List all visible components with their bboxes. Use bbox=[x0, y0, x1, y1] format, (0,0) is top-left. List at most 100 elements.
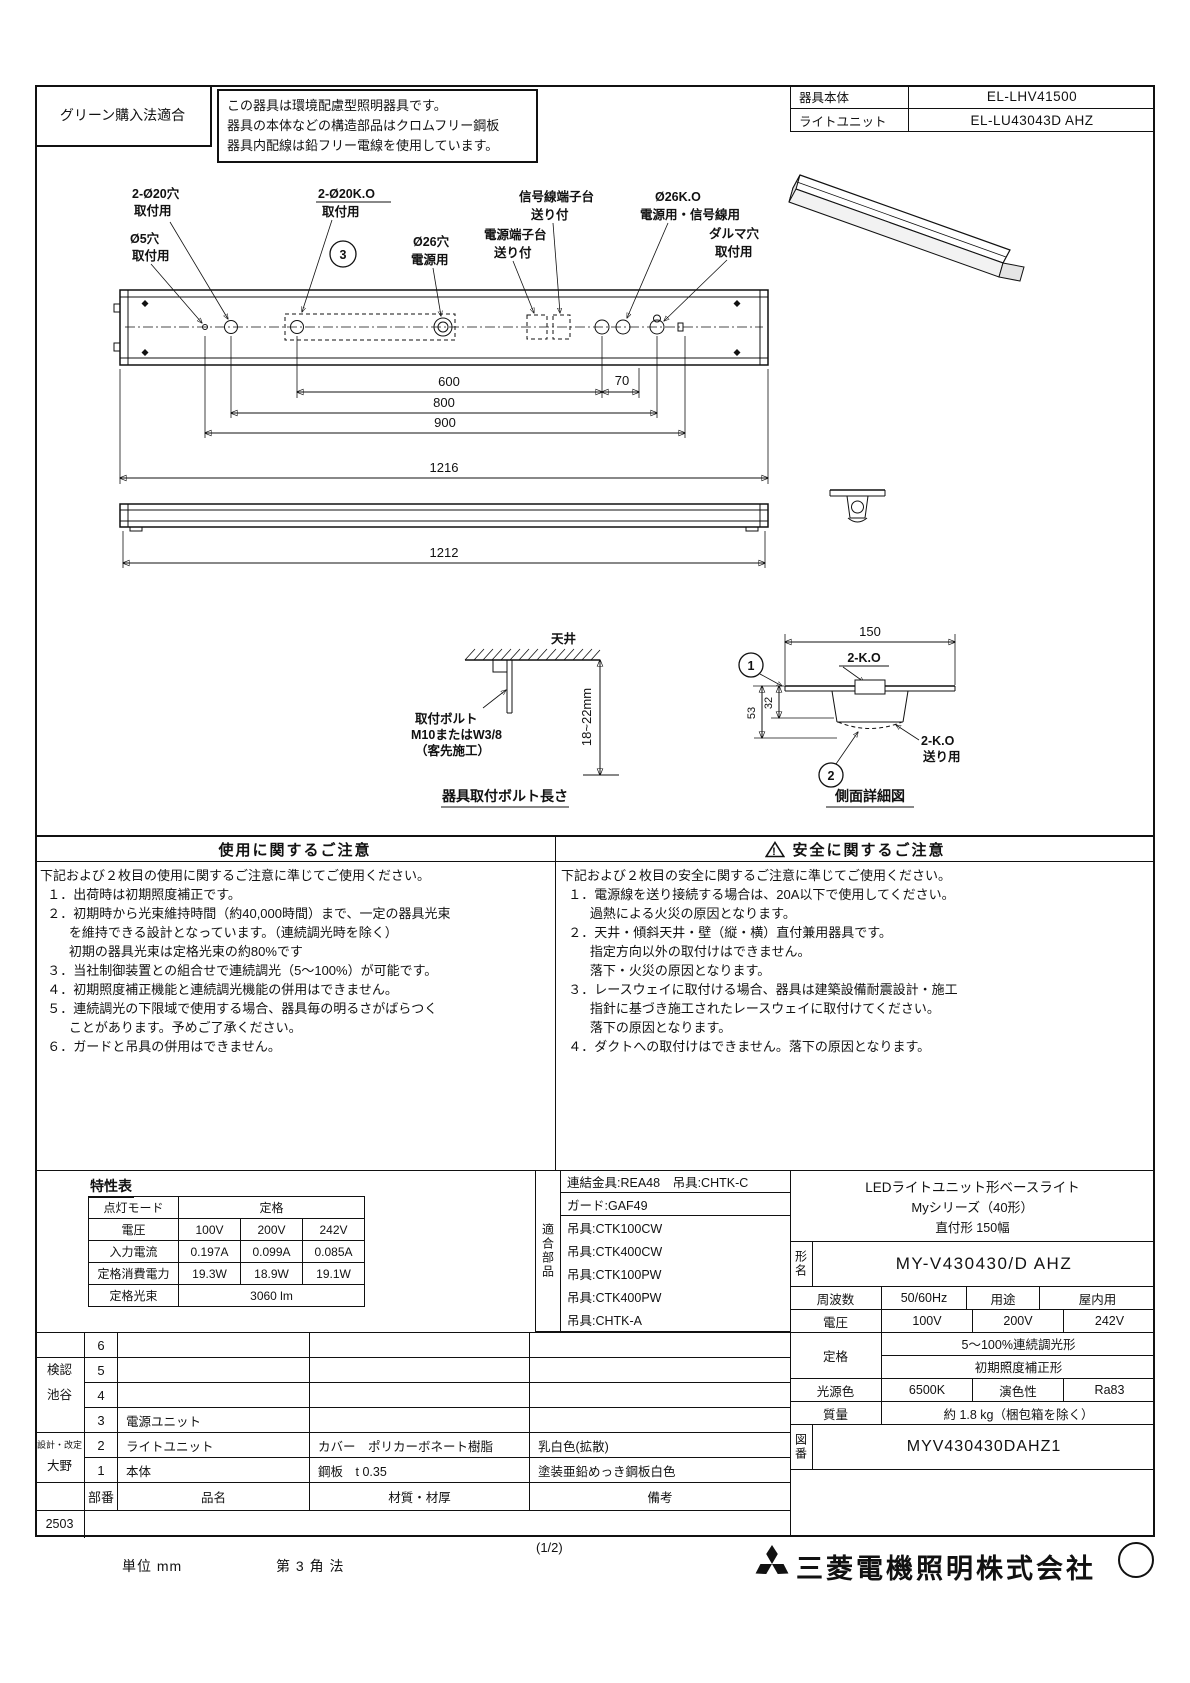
usage-notes-title: 使用に関するご注意 bbox=[218, 841, 372, 859]
balloon-3: 3 bbox=[340, 248, 347, 262]
model-row: 形名 MY-V430430/D AHZ bbox=[790, 1242, 1155, 1287]
dim-600: 600 bbox=[438, 374, 460, 389]
table-row: 5 bbox=[85, 1358, 790, 1383]
light-unit-value: EL-LU43043D AHZ bbox=[970, 112, 1094, 128]
usage-notes-column: 使用に関するご注意 下記および２枚目の使用に関するご注意に準じてご使用ください。… bbox=[35, 837, 556, 1170]
spec-table-title: 特性表 bbox=[88, 1176, 134, 1198]
voltage-2: 200V bbox=[973, 1310, 1064, 1332]
color-row: 光源色 6500K 演色性 Ra83 bbox=[790, 1379, 1155, 1402]
current-242: 0.085A bbox=[302, 1240, 365, 1263]
product-title-cell: LEDライトユニット形ベースライト Myシリーズ（40形） 直付形 150幅 bbox=[790, 1170, 1155, 1242]
callout-d26-ko-use: 電源用・信号線用 bbox=[640, 207, 740, 222]
product-series-sub: Myシリーズ（40形） bbox=[911, 1199, 1034, 1215]
characteristics-table: 点灯モード 定格 電圧 100V 200V 242V 入力電流 0.197A 0… bbox=[88, 1196, 365, 1307]
power-100: 19.3W bbox=[178, 1262, 241, 1285]
voltage-3: 242V bbox=[1094, 1314, 1125, 1328]
table-row: 4 bbox=[85, 1383, 790, 1408]
mount-detail-title: 器具取付ボルト長さ bbox=[441, 788, 568, 804]
side-detail-title: 側面詳細図 bbox=[834, 788, 905, 804]
callout-d5-hole: Ø5穴 bbox=[130, 231, 160, 246]
callout-signal-terminal: 信号線端子台 bbox=[519, 189, 594, 204]
approval-stub: 検認 池谷 設計・改定 大野 2503 bbox=[35, 1333, 85, 1538]
accessories-vertical-label: 適合部品 bbox=[536, 1170, 561, 1331]
side-detail-ko-label: 2-K.O bbox=[847, 651, 881, 665]
voltage-242: 242V bbox=[302, 1218, 365, 1241]
parts-rows: 6 5 4 3 電源ユニット bbox=[85, 1333, 790, 1537]
usage-notes-body: 下記および２枚目の使用に関するご注意に準じてご使用ください。 １．出荷時は初期照… bbox=[40, 868, 451, 1054]
callout-d26-ko: Ø26K.O bbox=[655, 190, 701, 204]
rating-label: 定格 bbox=[790, 1333, 882, 1378]
usage-notes-header: 使用に関するご注意 bbox=[35, 837, 555, 862]
flux-value: 3060 lm bbox=[178, 1284, 365, 1307]
color-value: 6500K bbox=[882, 1379, 973, 1401]
table-row: 電圧 100V 200V 242V bbox=[88, 1218, 365, 1241]
voltage-row: 電圧 100V 200V 242V bbox=[790, 1310, 1155, 1333]
section-divider bbox=[790, 1170, 791, 1537]
top-view-callouts: 2-Ø20穴 取付用 Ø5穴 取付用 2-Ø20K.O 取付用 3 Ø26穴 電… bbox=[130, 186, 760, 323]
safety-notes-header: ! 安全に関するご注意 bbox=[556, 837, 1155, 862]
rating-row: 定格 5～100%連続調光形 初期照度補正形 bbox=[790, 1333, 1155, 1379]
table-row: 定格光束 3060 lm bbox=[88, 1284, 365, 1307]
table-row: 3 電源ユニット bbox=[85, 1408, 790, 1433]
dim-53: 53 bbox=[746, 707, 758, 719]
product-mount-type: 直付形 150幅 bbox=[935, 1220, 1010, 1235]
table-row: 入力電流 0.197A 0.099A 0.085A bbox=[88, 1240, 365, 1263]
callout-daruma-hole: ダルマ穴 bbox=[709, 226, 760, 241]
callout-d5-hole-use: 取付用 bbox=[132, 248, 170, 263]
rating-correction: 初期照度補正形 bbox=[974, 1361, 1063, 1376]
dim-32: 32 bbox=[763, 697, 775, 709]
voltage-200: 200V bbox=[240, 1218, 303, 1241]
green-law-label: グリーン購入法適合 bbox=[59, 107, 186, 123]
current-200: 0.099A bbox=[240, 1240, 303, 1263]
power-label: 定格消費電力 bbox=[88, 1262, 179, 1285]
mount-bolt-detail: 天井 取付ボルト M10またはW3/8 （客先施工） 18~22mm 器具取付ボ… bbox=[411, 631, 619, 808]
dim-70: 70 bbox=[615, 373, 629, 388]
top-view-dimensions: 600 70 800 900 1216 bbox=[120, 336, 768, 484]
company-name: 三菱電機照明株式会社 bbox=[796, 1554, 1096, 1584]
current-100: 0.197A bbox=[178, 1240, 241, 1263]
drawing-frame bbox=[35, 85, 1155, 1537]
callout-power-terminal: 電源端子台 bbox=[484, 227, 547, 242]
parts-table: 検認 池谷 設計・改定 大野 2503 6 5 bbox=[35, 1332, 790, 1538]
balloon-1: 1 bbox=[748, 659, 755, 673]
list-item: 吊具:CTK400CW bbox=[567, 1245, 663, 1259]
mount-bolt-label: 取付ボルト bbox=[415, 711, 478, 726]
table-row: 器具本体 EL-LHV41500 bbox=[791, 85, 1155, 108]
voltage-1: 100V bbox=[882, 1310, 973, 1332]
list-item: ガード:GAF49 bbox=[561, 1193, 790, 1216]
accessories-box: 適合部品 連結金具:REA48 吊具:CHTK-C ガード:GAF49 吊具:C… bbox=[535, 1170, 790, 1332]
flux-label: 定格光束 bbox=[88, 1284, 179, 1307]
cri-label: 演色性 bbox=[973, 1379, 1064, 1401]
technical-drawing: 2-Ø20穴 取付用 Ø5穴 取付用 2-Ø20K.O 取付用 3 Ø26穴 電… bbox=[113, 174, 1025, 808]
mitsubishi-logo bbox=[755, 1545, 789, 1575]
callout-d26-hole-use: 電源用 bbox=[411, 252, 449, 267]
table-row: 6 bbox=[85, 1333, 790, 1358]
callout-daruma-hole-use: 取付用 bbox=[715, 244, 753, 259]
voltage-label: 電圧 bbox=[790, 1310, 882, 1332]
balloon-2: 2 bbox=[828, 769, 835, 783]
design-cell: 設計・改定 大野 bbox=[35, 1433, 84, 1483]
dim-1216: 1216 bbox=[430, 460, 459, 475]
safety-notes-column: ! 安全に関するご注意 下記および２枚目の安全に関するご注意に準じてご使用くださ… bbox=[556, 837, 1155, 1170]
dim-150: 150 bbox=[859, 624, 881, 639]
isometric-view bbox=[788, 174, 1025, 282]
callout-signal-terminal-sub: 送り付 bbox=[530, 207, 569, 222]
rating-dimming: 5～100%連続調光形 bbox=[882, 1333, 1155, 1356]
frequency-value: 50/60Hz bbox=[882, 1287, 967, 1309]
product-series-title: LEDライトユニット形ベースライト bbox=[865, 1179, 1080, 1195]
list-item: 吊具:CTK100PW bbox=[567, 1268, 662, 1282]
parts-header-row: 部番 品名 材質・材厚 備考 bbox=[85, 1483, 790, 1511]
top-view-drawing bbox=[113, 289, 769, 366]
ceiling-label: 天井 bbox=[551, 631, 577, 646]
side-detail-ko-feed-label: 2-K.O bbox=[921, 734, 955, 748]
check-label: 検認 bbox=[46, 1363, 72, 1377]
cri-value: Ra83 bbox=[1094, 1383, 1125, 1397]
table-row: 点灯モード 定格 bbox=[88, 1196, 365, 1219]
table-row: 定格消費電力 19.3W 18.9W 19.1W bbox=[88, 1262, 365, 1285]
approval-stamp-circle bbox=[1118, 1542, 1154, 1578]
list-item: 吊具:CTK100CW bbox=[567, 1222, 663, 1236]
fixture-body-value: EL-LHV41500 bbox=[986, 89, 1078, 104]
svg-text:!: ! bbox=[773, 846, 779, 858]
safety-notes-body: 下記および２枚目の安全に関するご注意に準じてご使用ください。 １．電源線を送り接… bbox=[561, 868, 958, 1054]
